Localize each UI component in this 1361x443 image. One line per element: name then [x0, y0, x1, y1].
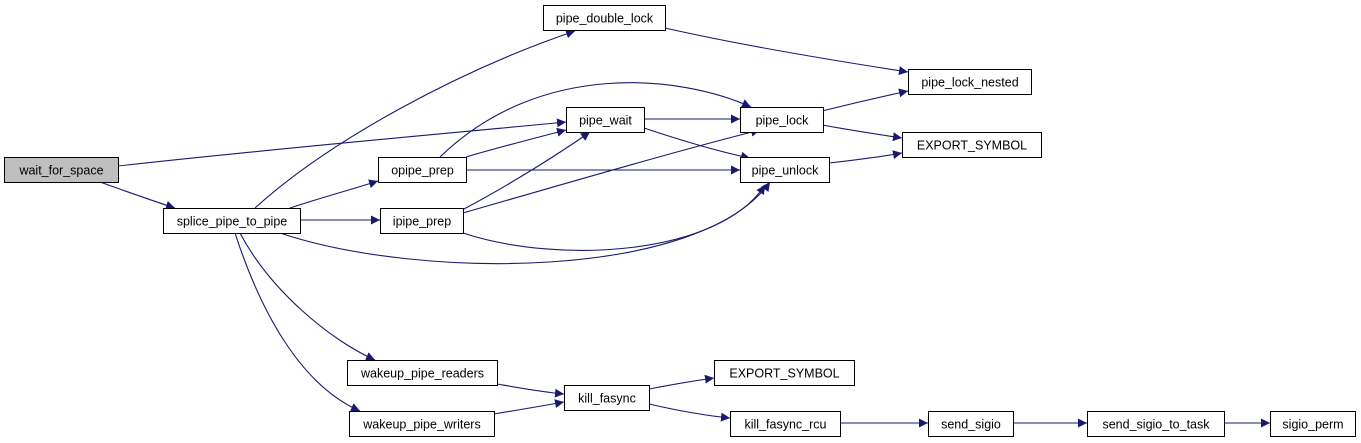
node-label: wakeup_pipe_readers	[360, 367, 484, 381]
edge-splice-pipe-to-pipe-to-wakeup-pipe-writers	[234, 232, 361, 412]
edge-opipe-prep-to-pipe-lock	[439, 82, 752, 158]
edge-arrow	[462, 184, 766, 251]
node-box[interactable]	[714, 360, 855, 386]
node-export-symbol-1[interactable]: EXPORT_SYMBOL	[902, 132, 1042, 158]
edge-ipipe-prep-to-pipe-unlock	[462, 184, 766, 251]
edge-arrow	[254, 29, 576, 209]
node-box[interactable]	[908, 69, 1032, 95]
node-opipe-prep[interactable]: opipe_prep	[378, 157, 467, 183]
node-label: opipe_prep	[391, 164, 454, 178]
edge-arrow	[289, 179, 379, 209]
node-send-sigio-to-task[interactable]: send_sigio_to_task	[1087, 411, 1225, 437]
edge-kill-fasync-to-kill-fasync-rcu	[648, 403, 731, 422]
node-pipe-lock[interactable]: pipe_lock	[740, 107, 824, 133]
node-export-symbol-2[interactable]: EXPORT_SYMBOL	[714, 360, 855, 386]
edge-kill-fasync-to-export-symbol-2	[648, 374, 715, 390]
node-box[interactable]	[543, 5, 666, 31]
node-wakeup-pipe-writers[interactable]: wakeup_pipe_writers	[349, 411, 495, 437]
node-box[interactable]	[740, 157, 830, 183]
edge-splice-pipe-to-pipe-to-wakeup-pipe-readers	[239, 232, 376, 361]
nodes: wait_for_space splice_pipe_to_pipe pipe_do…	[4, 5, 1356, 437]
edge-arrow	[461, 131, 591, 211]
node-label: ipipe_prep	[393, 215, 451, 229]
node-pipe-lock-nested[interactable]: pipe_lock_nested	[908, 69, 1032, 95]
node-label: send_sigio	[941, 418, 1001, 432]
edge-pipe-lock-to-export-symbol-1	[821, 124, 903, 142]
edge-splice-pipe-to-pipe-to-opipe-prep	[289, 179, 379, 209]
node-send-sigio[interactable]: send_sigio	[928, 411, 1014, 437]
edge-pipe-unlock-to-export-symbol-1	[828, 150, 903, 164]
node-label: pipe_wait	[579, 114, 632, 128]
node-label: EXPORT_SYMBOL	[917, 139, 1027, 153]
node-box[interactable]	[378, 157, 467, 183]
node-label: send_sigio_to_task	[1102, 418, 1210, 432]
edge-ipipe-prep-to-pipe-wait	[461, 131, 591, 211]
node-box[interactable]	[380, 208, 464, 234]
edge-arrow	[117, 118, 567, 167]
node-box[interactable]	[564, 385, 650, 411]
node-box[interactable]	[349, 411, 495, 437]
edge-arrow	[828, 150, 903, 164]
node-label: sigio_perm	[1282, 418, 1343, 432]
edge-arrow	[821, 124, 903, 142]
node-splice-pipe-to-pipe[interactable]: splice_pipe_to_pipe	[163, 208, 301, 234]
edge-pipe-double-lock-to-pipe-lock-nested	[664, 27, 909, 76]
node-label: pipe_unlock	[752, 164, 819, 178]
node-box[interactable]	[347, 360, 498, 386]
node-label: wakeup_pipe_writers	[362, 418, 480, 432]
edge-arrow	[465, 127, 567, 158]
node-label: pipe_double_lock	[556, 12, 654, 26]
node-box[interactable]	[740, 107, 824, 133]
node-pipe-double-lock[interactable]: pipe_double_lock	[543, 5, 666, 31]
node-label: kill_fasync_rcu	[745, 418, 827, 432]
node-box[interactable]	[163, 208, 301, 234]
edge-wait-for-space-to-splice-pipe-to-pipe	[99, 181, 176, 210]
edge-arrow	[462, 127, 761, 214]
edge-arrow	[239, 232, 376, 361]
node-pipe-wait[interactable]: pipe_wait	[566, 107, 645, 133]
edge-arrow	[648, 403, 731, 422]
node-label: wait_for_space	[18, 164, 103, 178]
node-label: pipe_lock_nested	[921, 76, 1018, 90]
edge-arrow	[99, 181, 176, 210]
edge-splice-pipe-to-pipe-to-pipe-double-lock	[254, 29, 576, 209]
edge-arrow	[234, 232, 361, 412]
edge-arrow	[493, 399, 565, 415]
node-kill-fasync[interactable]: kill_fasync	[564, 385, 650, 411]
edge-pipe-wait-to-pipe-unlock	[643, 127, 751, 161]
edges	[99, 27, 1270, 428]
edge-arrow	[648, 374, 715, 390]
node-label: kill_fasync	[578, 392, 636, 406]
edge-arrow	[643, 127, 751, 161]
node-label: EXPORT_SYMBOL	[729, 367, 839, 381]
edge-arrow	[821, 88, 909, 112]
node-ipipe-prep[interactable]: ipipe_prep	[380, 208, 464, 234]
node-box[interactable]	[730, 411, 841, 437]
node-kill-fasync-rcu[interactable]: kill_fasync_rcu	[730, 411, 841, 437]
node-box[interactable]	[1087, 411, 1225, 437]
edge-wakeup-pipe-readers-to-kill-fasync	[496, 383, 565, 398]
node-wakeup-pipe-readers[interactable]: wakeup_pipe_readers	[347, 360, 498, 386]
node-label: splice_pipe_to_pipe	[177, 215, 288, 229]
edge-arrow	[664, 27, 909, 76]
node-box[interactable]	[566, 107, 645, 133]
node-box[interactable]	[902, 132, 1042, 158]
node-wait-for-space[interactable]: wait_for_space	[4, 157, 119, 183]
edge-wakeup-pipe-writers-to-kill-fasync	[493, 399, 565, 415]
node-label: pipe_lock	[756, 114, 810, 128]
node-sigio-perm[interactable]: sigio_perm	[1270, 411, 1356, 437]
edge-pipe-lock-to-pipe-lock-nested	[821, 88, 909, 112]
node-box[interactable]	[1270, 411, 1356, 437]
edge-arrow	[439, 82, 752, 158]
edge-arrow	[496, 383, 565, 398]
node-box[interactable]	[4, 157, 119, 183]
edge-wait-for-space-to-pipe-wait	[117, 118, 567, 167]
node-box[interactable]	[928, 411, 1014, 437]
edge-splice-pipe-to-pipe-to-pipe-unlock	[279, 181, 771, 265]
node-pipe-unlock[interactable]: pipe_unlock	[740, 157, 830, 183]
edge-opipe-prep-to-pipe-wait	[465, 127, 567, 158]
edge-ipipe-prep-to-pipe-lock	[462, 127, 761, 214]
edge-arrow	[279, 181, 771, 265]
